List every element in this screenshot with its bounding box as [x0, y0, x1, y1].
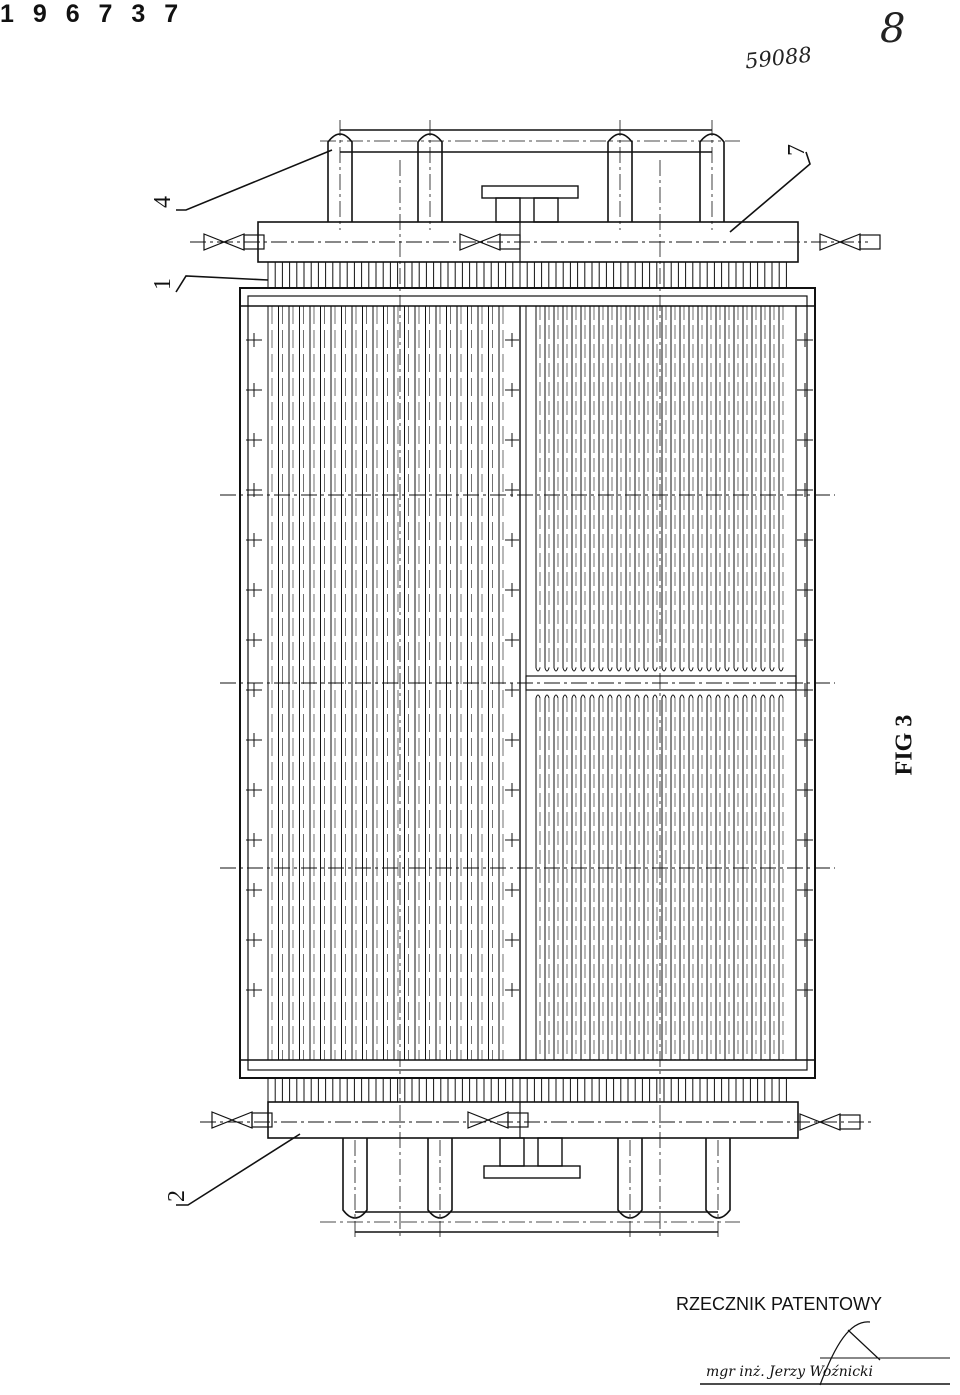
tube-lower-bend	[580, 694, 586, 699]
reference-label-4: 4	[150, 196, 176, 208]
tube-upper-bend	[670, 667, 676, 672]
tube-upper-bend	[688, 667, 694, 672]
tube-upper-bend	[643, 667, 649, 672]
tube-lower-bend	[607, 694, 613, 699]
tube-upper-bend	[544, 667, 550, 672]
handwritten-page-number: 8	[880, 6, 906, 52]
tube-lower-bend	[715, 694, 721, 699]
tube-upper-bend	[661, 667, 667, 672]
attorney-signature: mgr inż. Jerzy Woźnicki	[706, 1364, 874, 1380]
bottom-riser-pipe	[705, 1138, 731, 1219]
bottom-nozzle-right	[537, 1137, 563, 1167]
center-lines	[190, 120, 872, 1240]
tube-lower-bend	[553, 694, 559, 699]
top-valve-right-stub	[859, 234, 881, 250]
tube-upper-bend	[589, 667, 595, 672]
tube-upper-bend	[760, 667, 766, 672]
tube-upper-bend	[733, 667, 739, 672]
tube-upper-bend	[652, 667, 658, 672]
tube-lower-bend	[562, 694, 568, 699]
tube-bundle	[267, 262, 787, 1102]
tube-upper-bend	[535, 667, 541, 672]
tube-upper-bend	[571, 667, 577, 672]
tube-lower-bend	[778, 694, 784, 699]
attorney-title: RZECZNIK PATENTOWY	[676, 1294, 883, 1314]
tube-upper-bend	[634, 667, 640, 672]
bottom-flange	[483, 1165, 581, 1179]
tube-upper-bend	[679, 667, 685, 672]
bottom-riser-pipe	[342, 1138, 368, 1219]
tube-upper-bend	[724, 667, 730, 672]
tube-upper-bend	[742, 667, 748, 672]
tube-lower-bend	[589, 694, 595, 699]
tube-upper-bend	[616, 667, 622, 672]
tube-lower-bend	[733, 694, 739, 699]
top-flange	[481, 185, 579, 199]
tube-lower-bend	[724, 694, 730, 699]
tube-lower-bend	[634, 694, 640, 699]
tube-lower-bend	[652, 694, 658, 699]
tube-upper-bend	[715, 667, 721, 672]
tube-lower-bend	[706, 694, 712, 699]
tube-lower-bend	[697, 694, 703, 699]
tube-lower-bend	[760, 694, 766, 699]
leader-line-4	[176, 149, 333, 211]
tube-upper-bend	[778, 667, 784, 672]
tube-upper-bend	[562, 667, 568, 672]
tube-lower-bend	[544, 694, 550, 699]
reference-label-2: 2	[164, 1190, 190, 1202]
tube-upper-bend	[607, 667, 613, 672]
header-assemblies	[203, 129, 950, 1386]
top-nozzle-left	[495, 197, 521, 223]
leader-line-7	[729, 151, 811, 233]
leader-line-2	[176, 1133, 301, 1206]
tube-lower-bend	[751, 694, 757, 699]
bottom-valve-mid-stub	[507, 1112, 529, 1128]
tube-upper-bend	[625, 667, 631, 672]
figure-title: FIG 3	[891, 714, 918, 776]
bottom-valve-left-stub	[251, 1112, 273, 1128]
tube-lower-bend	[742, 694, 748, 699]
bottom-valve-left	[211, 1111, 253, 1129]
bottom-header-box	[267, 1101, 799, 1139]
tube-lower-bend	[535, 694, 541, 699]
tube-upper-bend	[553, 667, 559, 672]
top-nozzle-right	[533, 197, 559, 223]
bottom-riser-pipe	[427, 1138, 453, 1219]
reference-label-7: 7	[784, 144, 810, 156]
tube-lower-bend	[670, 694, 676, 699]
bottom-nozzle-left	[499, 1137, 525, 1167]
tube-upper-bend	[706, 667, 712, 672]
leader-line-1	[175, 275, 269, 293]
tube-lower-bend	[616, 694, 622, 699]
tube-lower-bend	[688, 694, 694, 699]
tube-lower-bend	[598, 694, 604, 699]
tube-upper-bend	[697, 667, 703, 672]
reference-label-1: 1	[150, 278, 176, 290]
tube-upper-bend	[580, 667, 586, 672]
tube-upper-bend	[598, 667, 604, 672]
tube-lower-bend	[679, 694, 685, 699]
tube-lower-bend	[661, 694, 667, 699]
tube-lower-bend	[643, 694, 649, 699]
tube-upper-bend	[751, 667, 757, 672]
bottom-riser-pipe	[617, 1138, 643, 1219]
tube-lower-bend	[625, 694, 631, 699]
bottom-valve-mid	[467, 1111, 509, 1129]
tube-upper-bend	[769, 667, 775, 672]
patent-number: 1 9 6 7 3 7	[0, 0, 185, 28]
tube-lower-bend	[769, 694, 775, 699]
signature-scribble	[819, 1321, 881, 1386]
tube-lower-bend	[571, 694, 577, 699]
